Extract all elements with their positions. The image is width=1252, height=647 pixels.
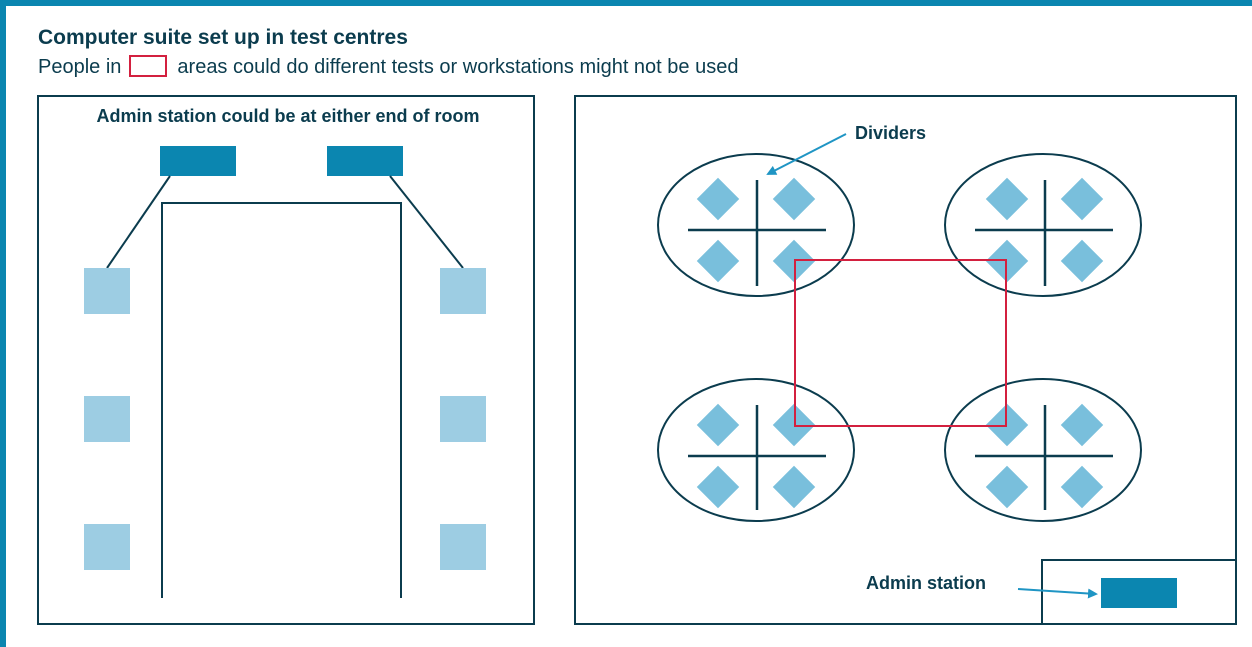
legend-prefix: People in (38, 56, 122, 78)
workstation-pod (944, 378, 1142, 522)
admin-link-line-left (106, 175, 171, 269)
admin-station-arrow (1017, 588, 1098, 599)
admin-station-left (160, 146, 236, 176)
workstation (440, 396, 486, 442)
left-room-outline (37, 95, 535, 625)
red-area-box (794, 259, 1007, 427)
central-divider-wall (161, 202, 402, 598)
admin-station-area (1041, 559, 1237, 625)
workstation-diamond (696, 403, 740, 447)
workstation-diamond (1060, 177, 1104, 221)
admin-station-right (327, 146, 403, 176)
left-room-caption: Admin station could be at either end of … (96, 106, 479, 126)
admin-station (1101, 578, 1177, 608)
workstation (84, 268, 130, 314)
left-room: Admin station could be at either end of … (37, 95, 535, 625)
workstation (440, 524, 486, 570)
admin-link-line-right (389, 175, 464, 269)
right-room-outline (574, 95, 1237, 625)
right-room: Dividers Admin station (574, 95, 1237, 625)
workstation-pod (944, 153, 1142, 297)
workstation-diamond (1060, 403, 1104, 447)
admin-station-label: Admin station (866, 573, 986, 593)
workstation-diamond (772, 465, 816, 509)
pod-outline (944, 378, 1142, 522)
workstation-diamond (1060, 239, 1104, 283)
dividers-label: Dividers (855, 123, 926, 143)
legend-suffix: areas could do different tests or workst… (177, 56, 739, 78)
legend-line: People in areas could do different tests … (38, 55, 738, 79)
workstation (440, 268, 486, 314)
workstation (84, 524, 130, 570)
pod-outline (944, 153, 1142, 297)
workstation-diamond (696, 239, 740, 283)
pod-outline (657, 378, 855, 522)
dividers-arrow (766, 133, 847, 175)
figure-title: Computer suite set up in test centres (38, 26, 408, 49)
workstation (84, 396, 130, 442)
workstation-diamond (772, 177, 816, 221)
workstation-diamond (985, 177, 1029, 221)
pod-outline (657, 153, 855, 297)
workstation-pod (657, 153, 855, 297)
workstation-pod (657, 378, 855, 522)
workstation-diamond (985, 465, 1029, 509)
workstation-diamond (696, 465, 740, 509)
red-area-legend-swatch (129, 55, 168, 77)
workstation-diamond (696, 177, 740, 221)
workstation-diamond (1060, 465, 1104, 509)
